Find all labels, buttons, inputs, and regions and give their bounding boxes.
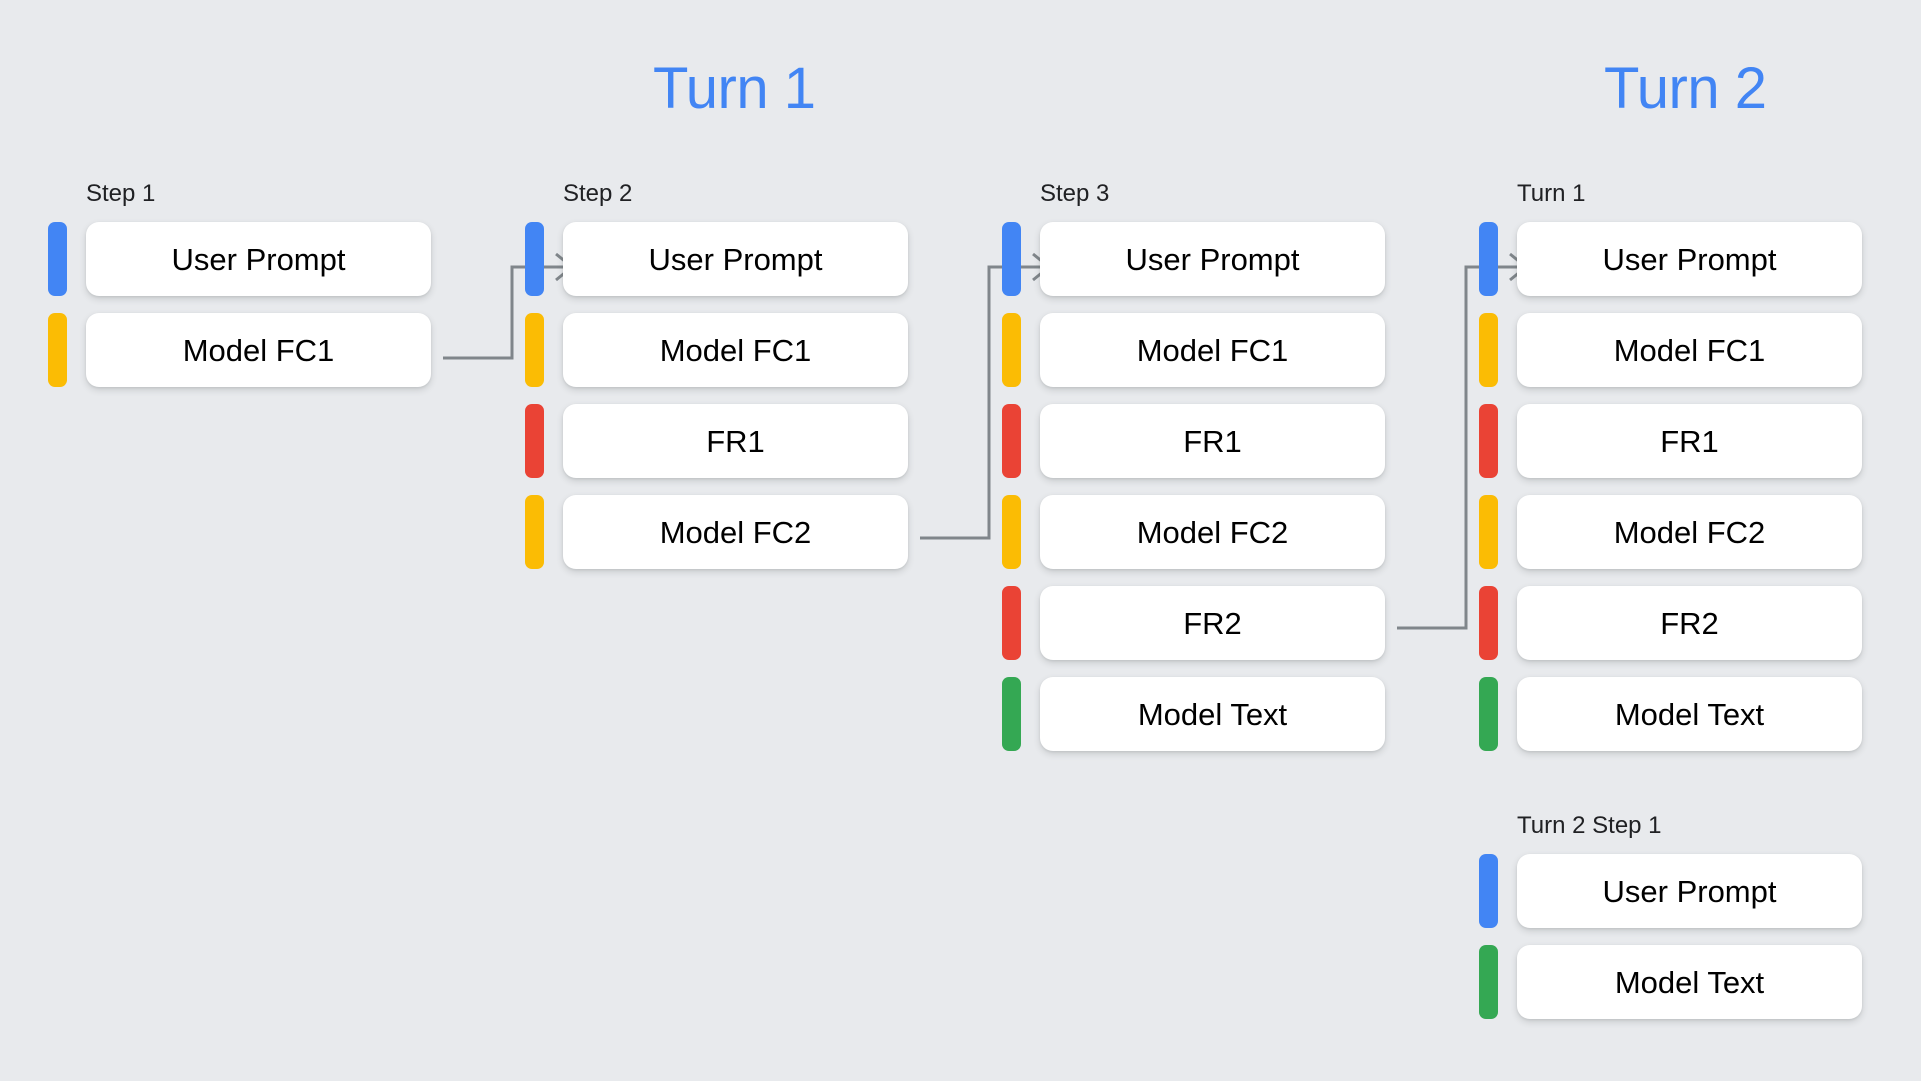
- message-card[interactable]: FR2: [1040, 586, 1385, 660]
- message-card[interactable]: Model Text: [1517, 945, 1862, 1019]
- message-card-label: FR1: [1660, 423, 1719, 459]
- message-card-label: Model FC2: [1613, 514, 1766, 550]
- row-list-step-1: User Prompt Model FC1: [48, 222, 431, 387]
- column-turn-2-turn-1: Turn 1 User Prompt Model FC1 FR1: [1479, 182, 1862, 751]
- section-title-turn-2: Turn 2: [1604, 56, 1767, 121]
- role-bar-yellow: [525, 313, 544, 387]
- message-card[interactable]: Model FC1: [1040, 313, 1385, 387]
- list-item[interactable]: User Prompt: [1479, 854, 1862, 928]
- column-label-step-2: Step 2: [563, 180, 633, 207]
- list-item[interactable]: Model FC1: [48, 313, 431, 387]
- message-card-label: FR2: [1660, 605, 1719, 641]
- list-item[interactable]: Model Text: [1479, 677, 1862, 751]
- message-card-label: FR1: [1183, 423, 1242, 459]
- list-item[interactable]: User Prompt: [48, 222, 431, 296]
- column-turn-2-step-1: Turn 2 Step 1 User Prompt Model Text: [1479, 814, 1862, 1019]
- role-bar-red: [1479, 586, 1498, 660]
- column-step-3: Step 3 User Prompt Model FC1 FR1: [1002, 182, 1385, 751]
- list-item[interactable]: Model Text: [1002, 677, 1385, 751]
- message-card[interactable]: Model FC2: [563, 495, 908, 569]
- message-card[interactable]: FR2: [1517, 586, 1862, 660]
- role-bar-red: [525, 404, 544, 478]
- message-card[interactable]: Model Text: [1040, 677, 1385, 751]
- message-card-label: FR2: [1183, 605, 1242, 641]
- message-card[interactable]: FR1: [1517, 404, 1862, 478]
- section-title-turn-1: Turn 1: [653, 56, 816, 121]
- message-card[interactable]: FR1: [563, 404, 908, 478]
- message-card-label: User Prompt: [648, 241, 823, 277]
- role-bar-yellow: [525, 495, 544, 569]
- row-list-turn-1: User Prompt Model FC1 FR1 Model FC2: [1479, 222, 1862, 751]
- list-item[interactable]: FR1: [1002, 404, 1385, 478]
- role-bar-blue: [1002, 222, 1021, 296]
- column-step-1: Step 1 User Prompt Model FC1: [48, 182, 431, 387]
- message-card[interactable]: Model Text: [1517, 677, 1862, 751]
- list-item[interactable]: User Prompt: [525, 222, 908, 296]
- list-item[interactable]: User Prompt: [1002, 222, 1385, 296]
- role-bar-green: [1479, 677, 1498, 751]
- message-card[interactable]: User Prompt: [1040, 222, 1385, 296]
- role-bar-blue: [1479, 854, 1498, 928]
- role-bar-red: [1002, 586, 1021, 660]
- list-item[interactable]: FR1: [1479, 404, 1862, 478]
- role-bar-yellow: [1002, 313, 1021, 387]
- list-item[interactable]: Model FC2: [1002, 495, 1385, 569]
- role-bar-yellow: [1479, 495, 1498, 569]
- list-item[interactable]: FR1: [525, 404, 908, 478]
- column-label-turn-2-step-1: Turn 2 Step 1: [1517, 812, 1662, 839]
- list-item[interactable]: FR2: [1479, 586, 1862, 660]
- role-bar-blue: [525, 222, 544, 296]
- message-card-label: Model Text: [1137, 696, 1288, 732]
- message-card[interactable]: User Prompt: [563, 222, 908, 296]
- message-card[interactable]: Model FC1: [1517, 313, 1862, 387]
- column-label-step-1: Step 1: [86, 180, 156, 207]
- message-card[interactable]: FR1: [1040, 404, 1385, 478]
- message-card[interactable]: User Prompt: [86, 222, 431, 296]
- role-bar-yellow: [1002, 495, 1021, 569]
- message-card-label: Model FC2: [659, 514, 812, 550]
- list-item[interactable]: Model FC2: [1479, 495, 1862, 569]
- role-bar-red: [1002, 404, 1021, 478]
- column-label-step-3: Step 3: [1040, 180, 1110, 207]
- message-card-label: Model FC2: [1136, 514, 1289, 550]
- message-card-label: User Prompt: [1125, 241, 1300, 277]
- message-card-label: User Prompt: [1602, 873, 1777, 909]
- list-item[interactable]: Model FC1: [525, 313, 908, 387]
- message-card[interactable]: Model FC2: [1517, 495, 1862, 569]
- message-card-label: Model FC1: [659, 332, 812, 368]
- row-list-turn-2-step-1: User Prompt Model Text: [1479, 854, 1862, 1019]
- message-card[interactable]: Model FC1: [563, 313, 908, 387]
- list-item[interactable]: Model FC1: [1479, 313, 1862, 387]
- row-list-step-3: User Prompt Model FC1 FR1 Model FC2: [1002, 222, 1385, 751]
- role-bar-yellow: [48, 313, 67, 387]
- message-card-label: Model Text: [1614, 964, 1765, 1000]
- role-bar-blue: [48, 222, 67, 296]
- list-item[interactable]: Model FC1: [1002, 313, 1385, 387]
- list-item[interactable]: Model Text: [1479, 945, 1862, 1019]
- row-list-step-2: User Prompt Model FC1 FR1 Model FC2: [525, 222, 908, 569]
- message-card-label: Model Text: [1614, 696, 1765, 732]
- message-card[interactable]: Model FC2: [1040, 495, 1385, 569]
- role-bar-green: [1479, 945, 1498, 1019]
- message-card-label: User Prompt: [1602, 241, 1777, 277]
- message-card[interactable]: Model FC1: [86, 313, 431, 387]
- message-card[interactable]: User Prompt: [1517, 222, 1862, 296]
- message-card-label: Model FC1: [1136, 332, 1289, 368]
- message-card-label: Model FC1: [182, 332, 335, 368]
- role-bar-blue: [1479, 222, 1498, 296]
- column-label-turn-1: Turn 1: [1517, 180, 1586, 207]
- column-step-2: Step 2 User Prompt Model FC1 FR1: [525, 182, 908, 569]
- role-bar-green: [1002, 677, 1021, 751]
- list-item[interactable]: User Prompt: [1479, 222, 1862, 296]
- message-card-label: Model FC1: [1613, 332, 1766, 368]
- message-card-label: User Prompt: [171, 241, 346, 277]
- list-item[interactable]: FR2: [1002, 586, 1385, 660]
- message-card[interactable]: User Prompt: [1517, 854, 1862, 928]
- message-card-label: FR1: [706, 423, 765, 459]
- list-item[interactable]: Model FC2: [525, 495, 908, 569]
- role-bar-yellow: [1479, 313, 1498, 387]
- role-bar-red: [1479, 404, 1498, 478]
